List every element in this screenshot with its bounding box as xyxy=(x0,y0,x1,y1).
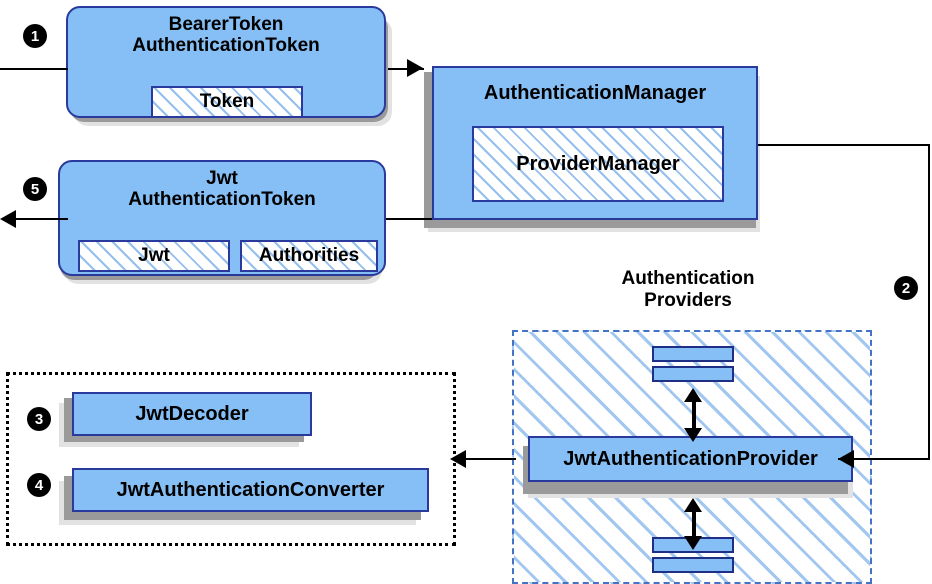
node-jwt-authentication-converter[interactable]: JwtAuthenticationConverter xyxy=(72,468,429,512)
connector-manager-right xyxy=(758,144,930,146)
node-jwt-authentication-provider[interactable]: JwtAuthenticationProvider xyxy=(528,436,853,482)
bearer-token-title-line1: BearerToken xyxy=(168,14,284,35)
double-arrow-vertical-icon-bottom-head-up xyxy=(684,498,702,512)
connector-response-out xyxy=(8,218,68,220)
connector-right-vertical xyxy=(928,144,930,459)
provider-placeholder-bar-top-1 xyxy=(652,346,734,362)
double-arrow-vertical-icon-top-shaft xyxy=(692,394,696,436)
connector-manager-to-jwt-token xyxy=(386,218,432,220)
arrow-left-icon-provider-to-support xyxy=(450,450,466,468)
jwt-token-title-line2: AuthenticationToken xyxy=(128,189,316,211)
step-badge-2: 2 xyxy=(895,277,917,299)
bearer-token-slot-token: Token xyxy=(151,86,303,118)
authentication-providers-caption-line1: Authentication xyxy=(621,268,755,289)
step-badge-5: 5 xyxy=(24,178,46,200)
jwt-token-slot-jwt: Jwt xyxy=(78,240,230,272)
node-authentication-manager[interactable]: AuthenticationManager ProviderManager xyxy=(432,66,758,220)
connector-bearer-to-manager xyxy=(388,68,424,70)
arrow-left-icon-into-provider xyxy=(838,450,854,468)
jwt-token-slot-authorities: Authorities xyxy=(240,240,378,272)
node-jwt-authentication-token[interactable]: Jwt AuthenticationToken Jwt Authorities xyxy=(58,160,386,276)
step-badge-1: 1 xyxy=(24,25,46,47)
connector-into-provider xyxy=(838,458,930,460)
bearer-token-title-line2: AuthenticationToken xyxy=(132,35,320,57)
provider-placeholder-bar-bottom-2 xyxy=(652,557,734,573)
authentication-manager-slot-provider-manager: ProviderManager xyxy=(472,126,724,202)
authentication-providers-caption: Authentication Providers xyxy=(558,268,818,312)
arrow-right-icon-bearer-to-manager xyxy=(407,59,423,77)
authentication-manager-title: AuthenticationManager xyxy=(483,82,707,104)
jwt-token-title-line1: Jwt xyxy=(206,168,238,189)
arrow-left-icon-response-out xyxy=(0,210,16,228)
double-arrow-vertical-icon-bottom-shaft xyxy=(692,506,696,544)
node-bearer-token-authentication-token[interactable]: BearerToken AuthenticationToken Token xyxy=(66,6,386,118)
double-arrow-vertical-icon-bottom-head-down xyxy=(684,536,702,550)
step-badge-4: 4 xyxy=(28,474,50,496)
double-arrow-vertical-icon-top-head-up xyxy=(684,388,702,402)
node-jwt-decoder[interactable]: JwtDecoder xyxy=(72,392,312,436)
step-badge-3: 3 xyxy=(28,408,50,430)
provider-placeholder-bar-top-2 xyxy=(652,366,734,382)
authentication-providers-caption-line2: Providers xyxy=(644,289,732,311)
connector-provider-to-support xyxy=(460,458,516,460)
double-arrow-vertical-icon-top-head-down xyxy=(684,428,702,442)
connector-request-in xyxy=(0,68,68,70)
